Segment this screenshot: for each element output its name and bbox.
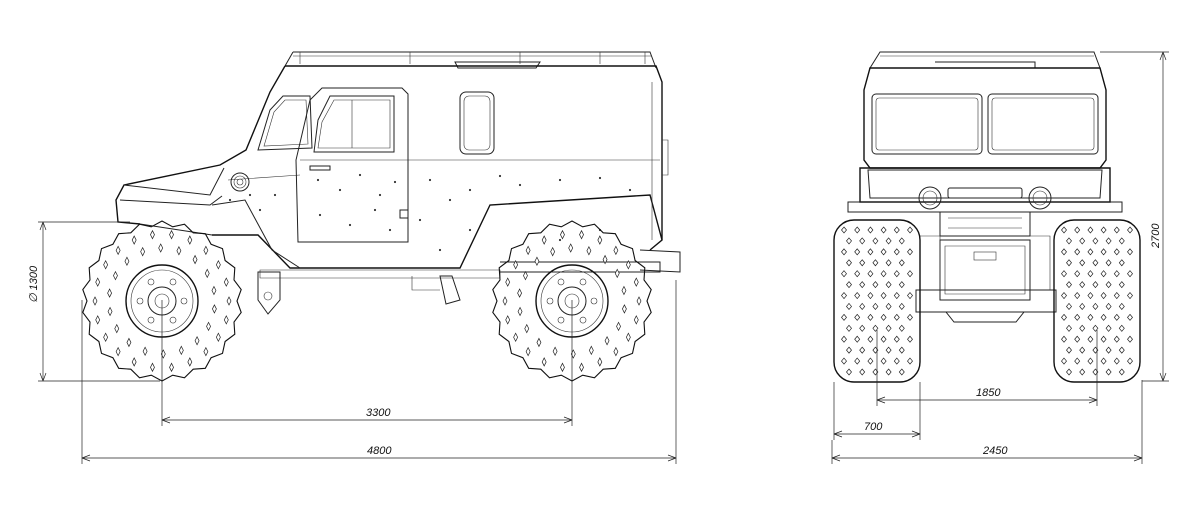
front-view-right-tire [1053, 219, 1141, 383]
windshield-window [257, 95, 313, 151]
grille [947, 187, 1023, 199]
dim-label-overall-width: 2450 [982, 445, 1008, 457]
number-plate [973, 251, 997, 261]
rear-side-window [459, 91, 495, 155]
dim-tire-width: 700 [833, 382, 921, 440]
front-headlight-left [918, 186, 942, 210]
dim-overall-length: 4800 [81, 280, 677, 464]
dim-track-width: 1850 [876, 330, 1098, 406]
chassis [257, 249, 681, 315]
dim-label-tire-width: 700 [864, 421, 883, 433]
dim-overall-width: 2450 [831, 380, 1143, 464]
dim-label-wheelbase: 3300 [366, 407, 391, 419]
rear-wheel [492, 220, 652, 382]
front-view [833, 51, 1141, 383]
vehicle-body [115, 65, 669, 279]
headlight [230, 172, 250, 192]
front-window-left [871, 93, 983, 155]
side-view [82, 51, 681, 382]
body-rivets [228, 173, 632, 252]
front-wheel [82, 220, 242, 382]
door [295, 87, 409, 243]
dim-label-track-width: 1850 [976, 387, 1001, 399]
front-window-right [987, 93, 1099, 155]
dim-label-overall-height: 2700 [1150, 223, 1162, 249]
dim-wheelbase: 3300 [161, 300, 573, 426]
dimension-lines: ∅ 1300 3300 4800 1850 [28, 51, 1169, 464]
front-view-left-tire [833, 219, 921, 383]
front-headlight-right [1028, 186, 1052, 210]
dim-overall-height: 2700 [1100, 51, 1169, 382]
dim-label-wheel-diameter: ∅ 1300 [28, 265, 40, 303]
dim-wheel-diameter: ∅ 1300 [28, 221, 160, 382]
dim-label-overall-length: 4800 [367, 445, 392, 457]
